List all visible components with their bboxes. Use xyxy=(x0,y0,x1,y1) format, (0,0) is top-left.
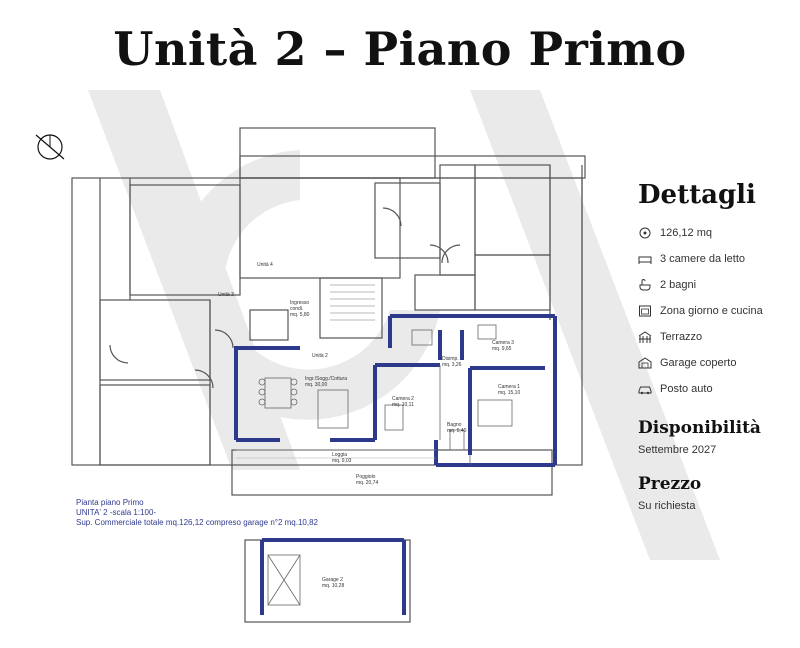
label-camera3-mq: mq. 9,65 xyxy=(492,346,512,352)
feature-terrace: Terrazzo xyxy=(638,324,798,350)
label-poggiolo-mq: mq. 20,74 xyxy=(356,480,379,486)
label-soggiorno-mq: mq. 30,00 xyxy=(305,382,328,388)
label-bagno: Bagno xyxy=(447,422,462,428)
label-garage: Garage 2 xyxy=(322,577,343,583)
feature-area-text: 126,12 mq xyxy=(660,227,712,239)
label-loggia-mq: mq. 9,03 xyxy=(332,458,352,464)
feature-terrace-text: Terrazzo xyxy=(660,331,703,343)
feature-garage-text: Garage coperto xyxy=(660,357,737,369)
garage-icon xyxy=(638,357,652,369)
details-heading: Dettagli xyxy=(638,180,756,210)
label-unita4: Unità 4 xyxy=(257,262,273,268)
label-disimpegno: Disimp. xyxy=(442,356,459,362)
feature-garage: Garage coperto xyxy=(638,350,798,376)
availability-value: Settembre 2027 xyxy=(638,444,717,456)
feature-bedrooms-text: 3 camere da letto xyxy=(660,253,745,265)
label-camera3: Camera 3 xyxy=(492,340,514,346)
feature-parking: Posto auto xyxy=(638,376,798,402)
label-unita2: Unità 2 xyxy=(312,353,328,359)
label-loggia: Loggia xyxy=(332,452,348,458)
feature-parking-text: Posto auto xyxy=(660,383,713,395)
price-value: Su richiesta xyxy=(638,500,696,512)
label-ingresso: Ingresso xyxy=(290,300,310,306)
bed-icon xyxy=(638,256,652,264)
feature-kitchen-text: Zona giorno e cucina xyxy=(660,305,763,317)
feature-bedrooms: 3 camere da letto xyxy=(638,246,798,272)
bath-icon xyxy=(639,279,651,291)
label-camera1: Camera 1 xyxy=(498,384,520,390)
details-panel: Dettagli 126,12 mq 3 camere da letto 2 b… xyxy=(638,180,798,512)
label-ingresso-2: condi. xyxy=(290,306,304,312)
label-unita3: Unità 3 xyxy=(218,292,234,298)
label-garage-mq: mq. 10,28 xyxy=(322,583,345,589)
caption-line2: UNITA' 2 -scala 1:100- xyxy=(76,508,157,517)
caption-line1: Pianta piano Primo xyxy=(76,498,144,507)
page-title: Unità 2 – Piano Primo xyxy=(113,22,687,76)
feature-area: 126,12 mq xyxy=(638,220,798,246)
label-camera2-mq: mq. 10,11 xyxy=(392,402,414,408)
availability-heading: Disponibilità xyxy=(638,418,761,438)
area-icon xyxy=(639,227,651,239)
caption-line3: Sup. Commerciale totale mq.126,12 compre… xyxy=(76,518,318,527)
terrace-icon xyxy=(638,331,652,343)
kitchen-icon xyxy=(639,305,651,317)
label-camera2: Camera 2 xyxy=(392,396,414,402)
label-ingresso-mq: mq. 5,80 xyxy=(290,312,310,318)
label-poggiolo: Poggiolo xyxy=(356,474,376,480)
feature-kitchen: Zona giorno e cucina xyxy=(638,298,798,324)
label-camera1-mq: mq. 15,10 xyxy=(498,390,521,396)
feature-bathrooms-text: 2 bagni xyxy=(660,279,697,291)
car-icon xyxy=(638,386,652,395)
price-heading: Prezzo xyxy=(638,474,702,494)
north-compass-icon xyxy=(35,134,65,160)
label-soggiorno: Ingr./Sogg./Cottura xyxy=(305,376,347,382)
label-bagno-mq: mq. 5,40 xyxy=(447,428,467,434)
label-disimpegno-mq: mq. 3,26 xyxy=(442,362,462,368)
plan-caption: Pianta piano Primo UNITA' 2 -scala 1:100… xyxy=(76,498,318,528)
feature-bathrooms: 2 bagni xyxy=(638,272,798,298)
